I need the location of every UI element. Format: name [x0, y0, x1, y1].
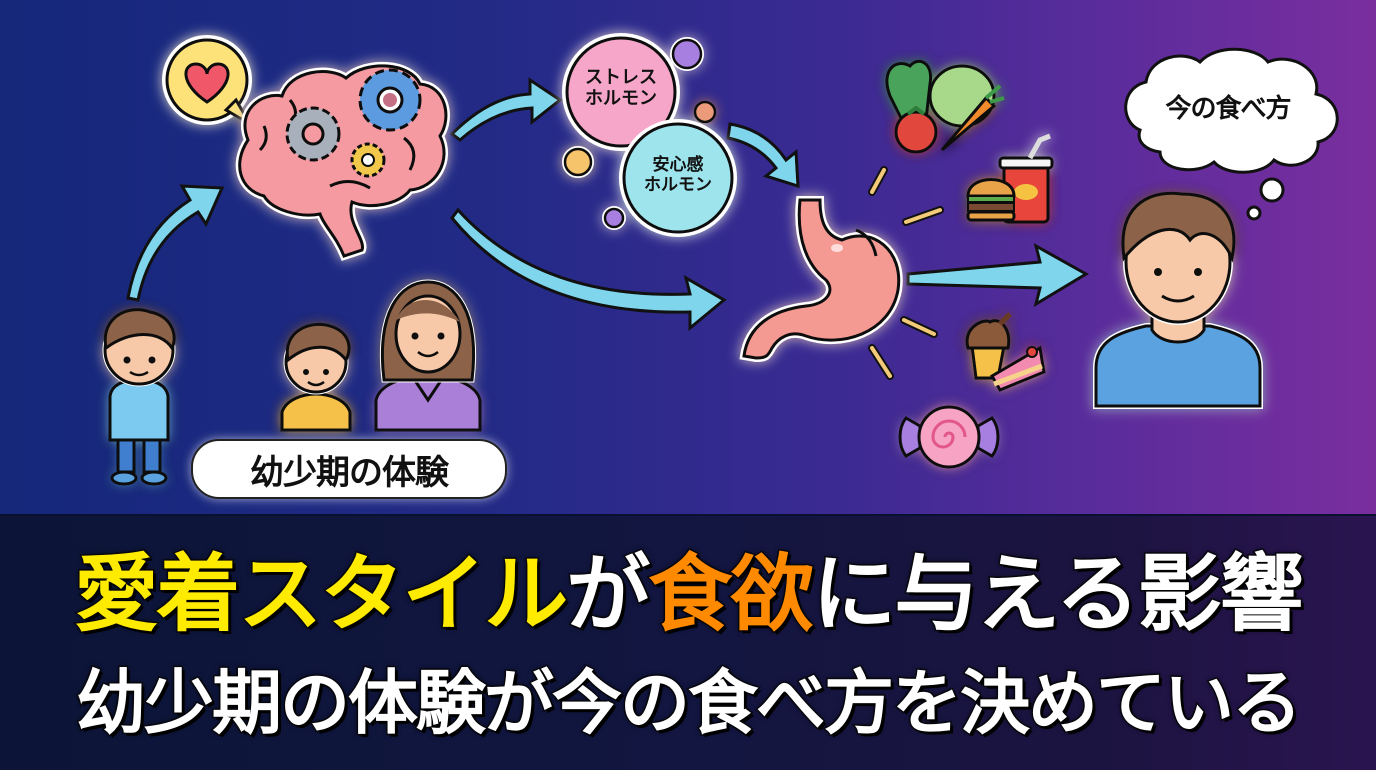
childhood-experience-label: 幼少期の体験 [191, 439, 507, 499]
adult-man-icon [1093, 191, 1263, 409]
candy-icon [898, 405, 1000, 469]
title-part-attachment-style: 愛着スタイル [73, 544, 570, 645]
brain-gears-icon [235, 62, 450, 261]
sweets-icon [965, 312, 1046, 392]
stomach-icon [739, 196, 903, 363]
title-part-ga: が [565, 544, 652, 645]
security-hormone-label: 安心感 ホルモン [644, 155, 712, 195]
heart-speech-icon [162, 35, 255, 129]
title-part-appetite: 食欲 [647, 544, 816, 645]
subtitle: 幼少期の体験が今の食べ方を決めている [75, 661, 1304, 746]
thought-cloud-icon [1124, 47, 1339, 221]
thought-bubble-label: 今の食べ方 [1165, 94, 1291, 124]
child-icon [102, 308, 176, 486]
arrow-icon [126, 77, 1089, 332]
title-part-influence: に与える影響 [811, 544, 1305, 645]
title-panel [0, 514, 1376, 770]
main-title: 愛着スタイルが食欲に与える影響 [0, 544, 1376, 645]
stress-hormone-label: ストレス ホルモン [585, 67, 657, 109]
fast-food-icon [966, 133, 1054, 224]
vegetables-icon [885, 60, 1005, 154]
illustration-art [102, 33, 1339, 486]
mother-child-icon [280, 279, 482, 432]
hormone-bubbles-icon [562, 33, 737, 237]
